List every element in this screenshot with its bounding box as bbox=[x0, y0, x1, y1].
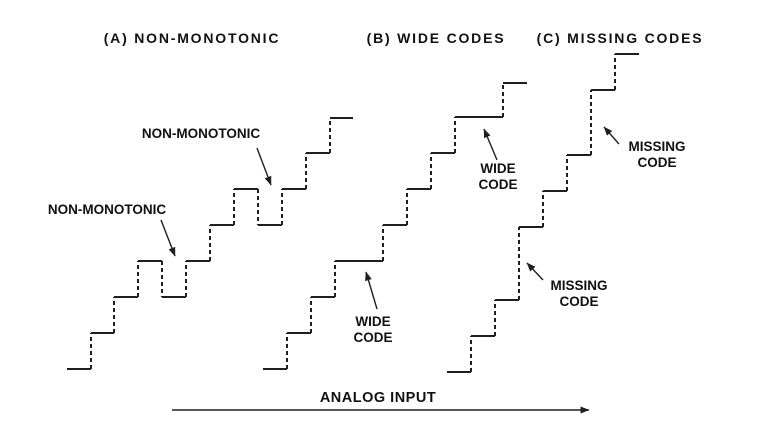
annotation-arrow-b-upper bbox=[483, 128, 498, 161]
annotation-non-monotonic-left: NON-MONOTONIC bbox=[47, 202, 167, 217]
panel-b-title: (B) WIDE CODES bbox=[366, 30, 506, 46]
annotation-arrow-a-left bbox=[160, 219, 176, 257]
annotation-arrow-c-upper bbox=[603, 126, 620, 145]
staircase-c bbox=[447, 53, 639, 373]
annotation-missing-code-lower: MISSING CODE bbox=[550, 278, 608, 309]
annotation-wide-code-upper: WIDE CODE bbox=[478, 161, 518, 192]
annotation-non-monotonic-top: NON-MONOTONIC bbox=[141, 126, 261, 141]
panel-a-title: (A) NON-MONOTONIC bbox=[103, 30, 281, 46]
annotation-arrow-b-lower bbox=[365, 271, 378, 310]
staircase-b bbox=[263, 82, 527, 370]
analog-input-axis-label: ANALOG INPUT bbox=[319, 390, 437, 406]
annotation-missing-code-upper: MISSING CODE bbox=[628, 139, 686, 170]
annotation-arrow-a-top bbox=[256, 147, 272, 186]
panel-c-title: (C) MISSING CODES bbox=[536, 30, 704, 46]
staircase-a bbox=[67, 117, 353, 370]
annotation-arrow-c-lower bbox=[526, 262, 544, 281]
annotation-wide-code-lower: WIDE CODE bbox=[353, 314, 393, 345]
